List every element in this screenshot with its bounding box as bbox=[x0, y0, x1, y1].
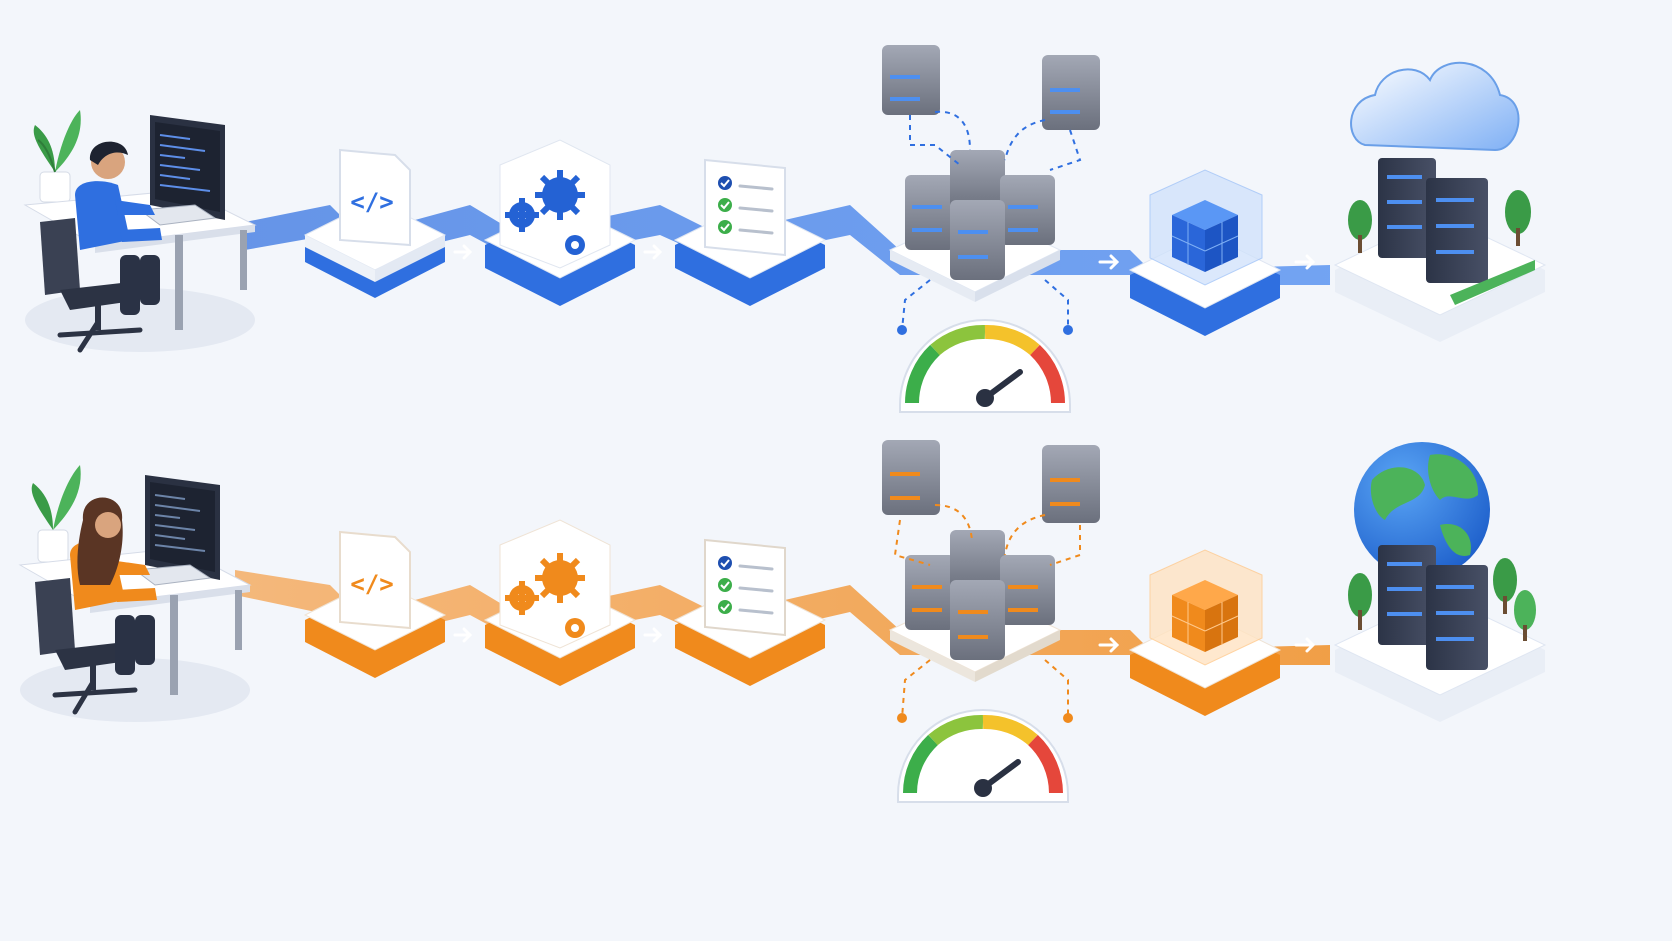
gauge-icon bbox=[899, 319, 1071, 413]
checklist-icon bbox=[704, 158, 786, 257]
build-stage bbox=[483, 519, 637, 686]
tests-stage bbox=[673, 158, 827, 306]
developer-workstation bbox=[23, 110, 257, 353]
monitor-icon bbox=[150, 115, 225, 220]
developer-workstation bbox=[18, 465, 252, 722]
code-glyph: </> bbox=[350, 570, 393, 598]
developer-person bbox=[70, 497, 157, 675]
checklist-icon bbox=[704, 538, 786, 637]
code-stage: </> bbox=[303, 148, 447, 298]
gears-icon bbox=[505, 170, 585, 255]
code-file-icon: </> bbox=[339, 530, 411, 630]
cloud-icon bbox=[1350, 61, 1520, 152]
orange-pipeline: </> bbox=[18, 440, 1547, 803]
code-file-icon: </> bbox=[339, 148, 411, 247]
gears-icon bbox=[505, 553, 585, 638]
server-cluster-stage bbox=[882, 45, 1100, 335]
tree-icon bbox=[1348, 190, 1531, 253]
plant-icon bbox=[33, 110, 81, 203]
tree-icon bbox=[1348, 558, 1536, 641]
build-stage bbox=[483, 139, 637, 306]
server-rack-icon bbox=[1378, 158, 1488, 283]
server-icon bbox=[1042, 445, 1100, 523]
developer-person bbox=[75, 141, 162, 315]
code-glyph: </> bbox=[350, 188, 393, 216]
cloud-deployment-stage bbox=[1333, 61, 1547, 342]
server-icon bbox=[1042, 55, 1100, 130]
globe-deployment-stage bbox=[1333, 442, 1547, 722]
gauge-icon bbox=[897, 709, 1069, 803]
flow-arrows bbox=[453, 244, 1316, 270]
container-stage bbox=[1128, 549, 1282, 716]
server-cluster-stage bbox=[882, 440, 1100, 723]
code-stage: </> bbox=[303, 530, 447, 678]
flow-arrows bbox=[453, 627, 1316, 653]
plant-icon bbox=[31, 465, 81, 563]
globe-icon bbox=[1354, 442, 1490, 578]
cube-icon bbox=[1171, 200, 1239, 272]
network-links bbox=[901, 110, 1082, 331]
container-stage bbox=[1128, 169, 1282, 336]
server-icon bbox=[882, 440, 940, 515]
monitor-icon bbox=[145, 475, 220, 580]
blue-pipeline: </> bbox=[23, 45, 1547, 413]
server-icon bbox=[882, 45, 940, 115]
tests-stage bbox=[673, 538, 827, 686]
server-icon bbox=[905, 150, 1055, 280]
server-rack-icon bbox=[1378, 545, 1488, 670]
cube-icon bbox=[1171, 580, 1239, 652]
network-links bbox=[893, 504, 1081, 719]
server-icon bbox=[905, 530, 1055, 660]
